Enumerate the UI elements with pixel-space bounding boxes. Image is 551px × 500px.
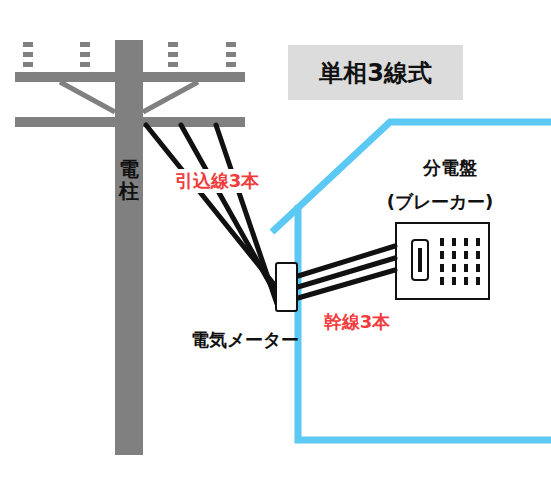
vertical-label: 電柱 [119, 158, 139, 202]
node-label: 電気メーター [191, 328, 299, 352]
wire-bundle [298, 246, 395, 298]
wire-label: 引込線3本 [173, 169, 262, 193]
title-box: 単相3線式 [288, 45, 463, 100]
wire-bundle [146, 125, 277, 304]
wire [298, 270, 395, 298]
house-wall [298, 205, 551, 440]
breaker-detail [412, 238, 480, 285]
wire [181, 125, 277, 296]
wire-label: 幹線3本 [322, 310, 393, 334]
utility-pole: 電柱 [115, 40, 143, 455]
house-roof [272, 122, 551, 232]
node-label: (ブレーカー) [387, 190, 493, 214]
distribution-panel: 分電盤(ブレーカー) [395, 222, 490, 300]
node-label: 分電盤 [423, 156, 477, 180]
wire [216, 125, 277, 304]
electric-meter: 電気メーター [275, 262, 298, 312]
